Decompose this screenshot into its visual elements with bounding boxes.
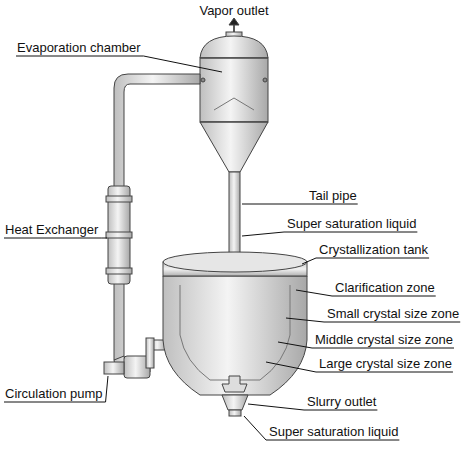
part-label: Super saturation liquid — [286, 216, 417, 231]
leader-line — [4, 376, 108, 402]
part-label: Crystallization tank — [318, 242, 429, 257]
part-label: Super saturation liquid — [268, 424, 399, 439]
part-label: Heat Exchanger — [4, 222, 99, 237]
part-label: Clarification zone — [334, 280, 436, 295]
leader-line — [4, 238, 107, 239]
part-label: Middle crystal size zone — [314, 332, 454, 347]
part-label: Slurry outlet — [306, 394, 377, 409]
part-label: Small crystal size zone — [326, 306, 460, 321]
part-label: Circulation pump — [4, 386, 104, 401]
leader-line — [242, 204, 358, 205]
part-label: Tail pipe — [308, 188, 358, 203]
part-label: Vapor outlet — [198, 3, 269, 18]
part-label: Evaporation chamber — [16, 40, 142, 55]
leader-line — [244, 416, 399, 440]
leader-line — [16, 56, 222, 72]
leader-line — [242, 232, 417, 236]
part-label: Large crystal size zone — [318, 356, 453, 371]
leader-line — [302, 258, 429, 264]
